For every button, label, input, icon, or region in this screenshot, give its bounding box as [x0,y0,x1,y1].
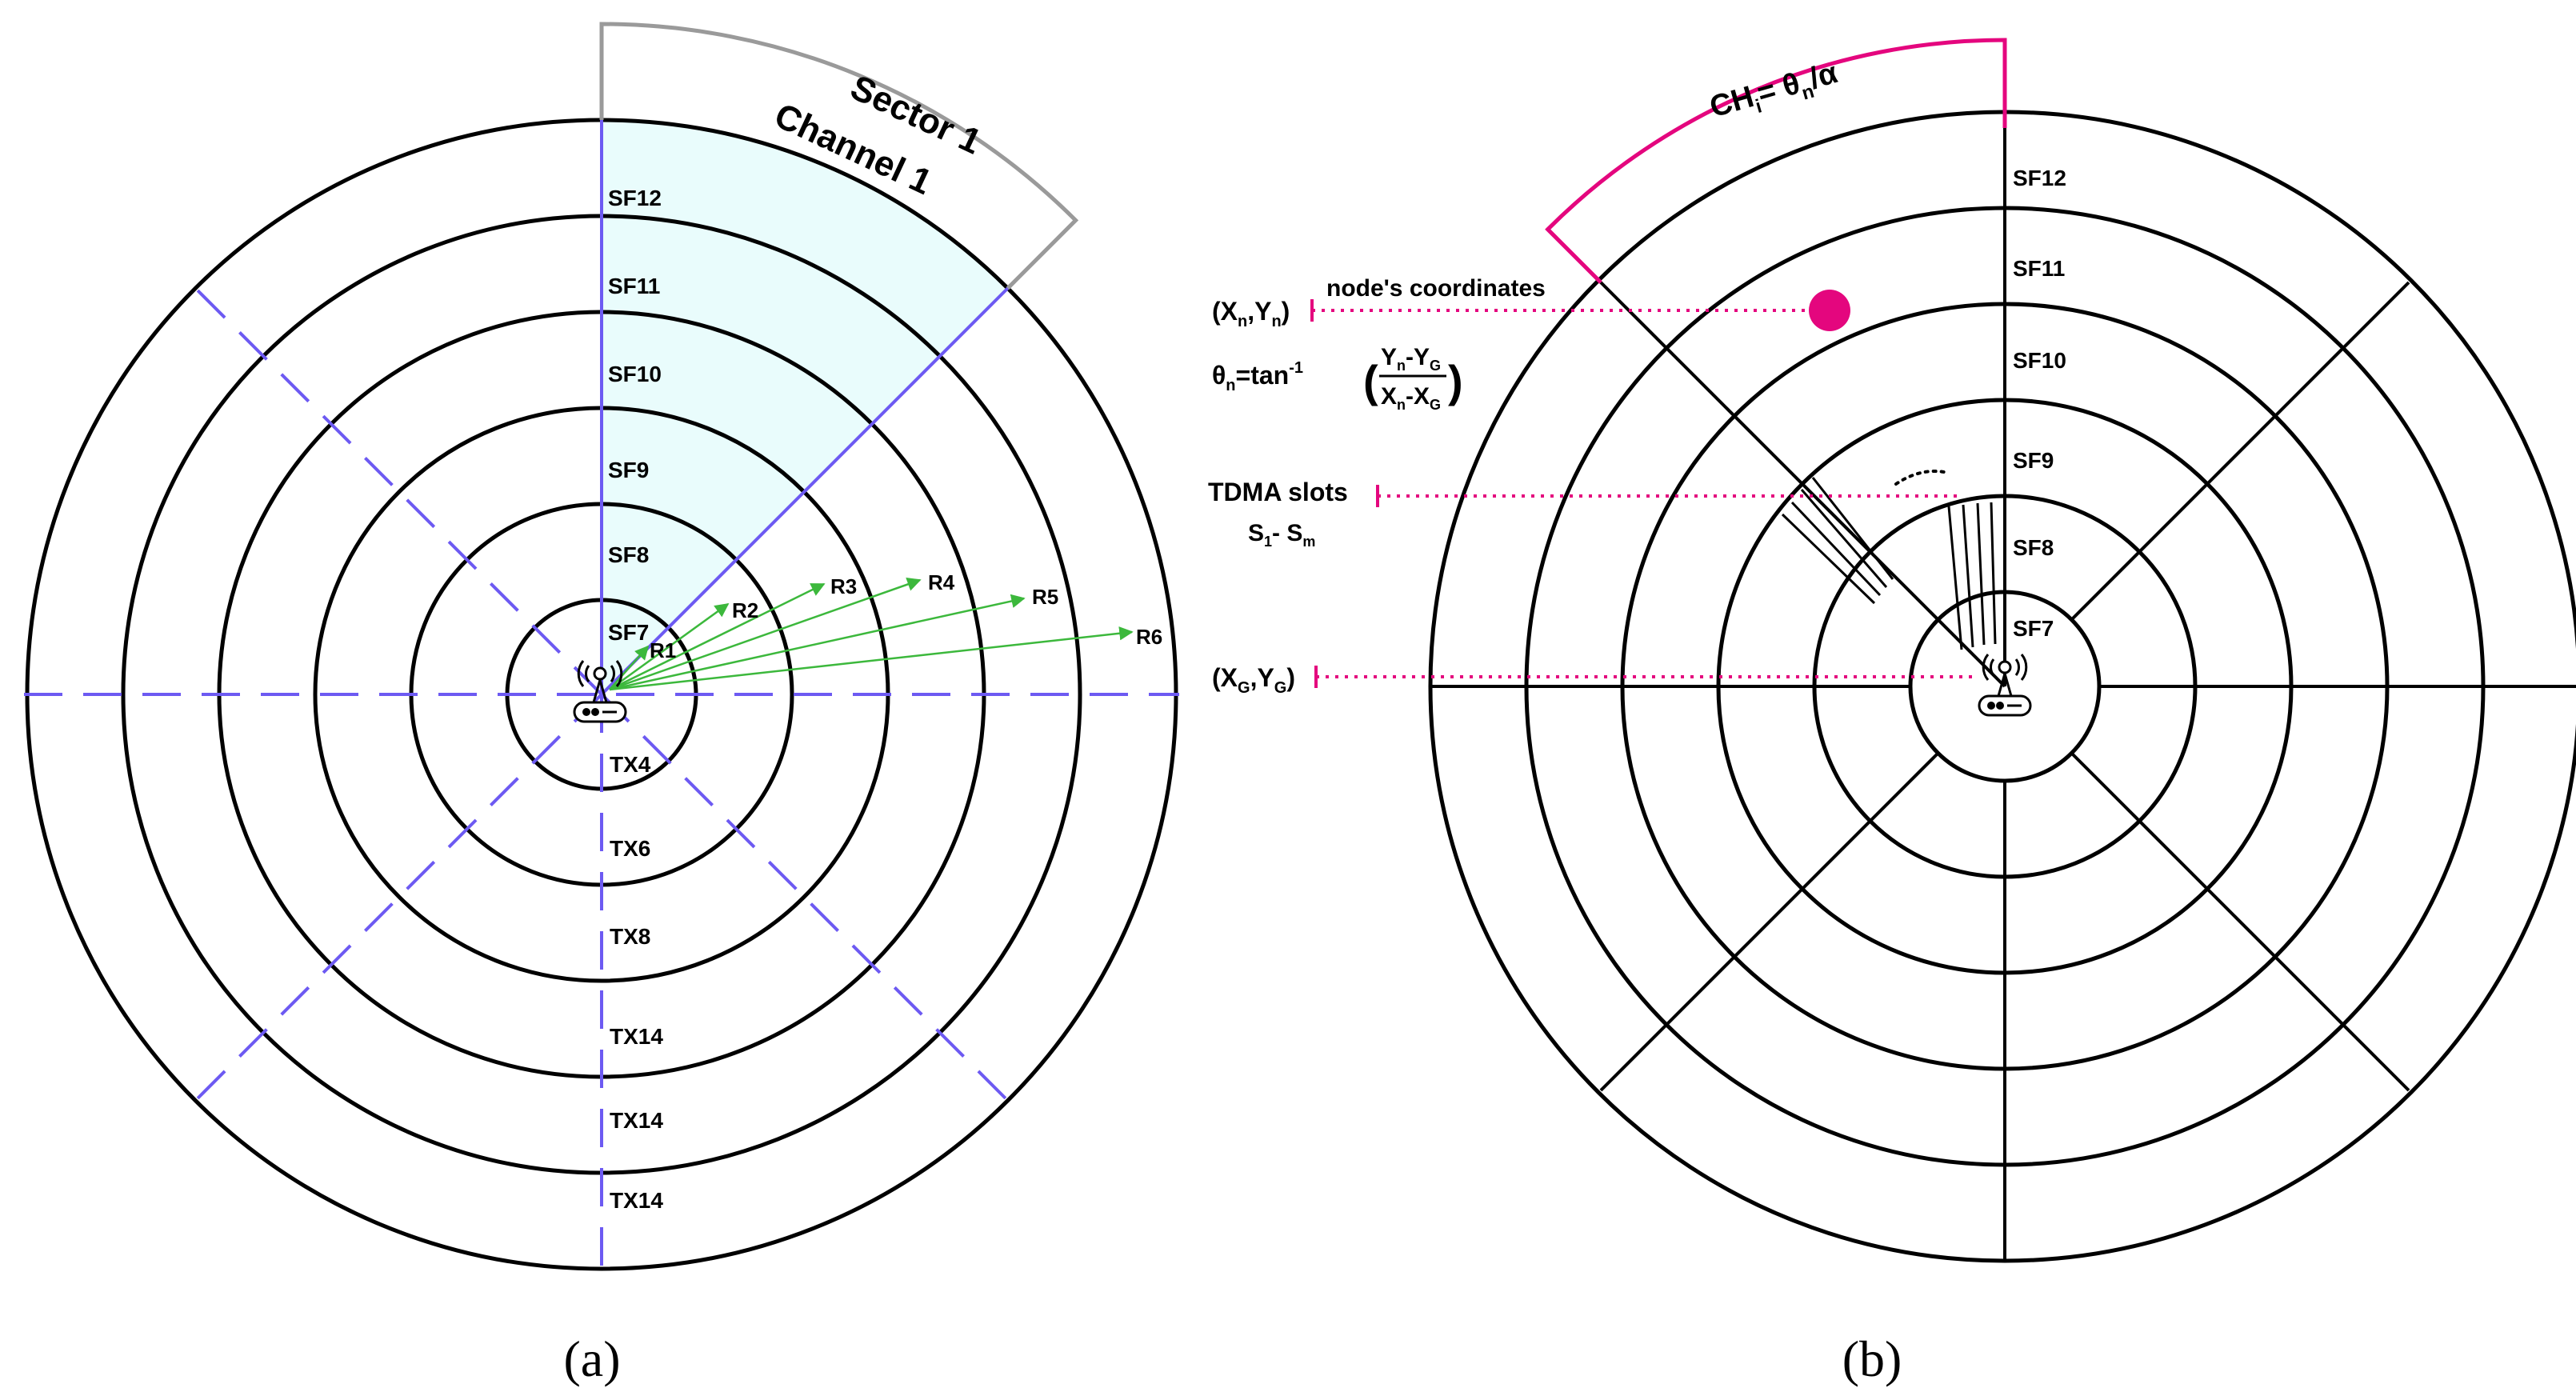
sf-label: SF7 [608,620,649,645]
divider-diag-sw [194,693,603,1102]
sf-label: SF11 [608,274,660,298]
tdma-slot-lines [1781,477,1997,650]
channel-divider [2070,751,2410,1092]
sf-label: SF10 [608,362,662,386]
range-label: R1 [650,638,676,662]
svg-text:CHi= θn/α: CHi= θn/α [1706,56,1843,130]
sf-label: SF8 [608,542,649,567]
sf-label: SF11 [2013,256,2065,281]
tx-label: TX6 [610,836,650,861]
leader-ticks [1310,299,1379,688]
tdma-slot-ellipsis [1894,470,1946,486]
divider-diag-se [600,693,1010,1102]
node-coordinate-label: (Xn,Yn) [1212,297,1290,330]
range-arrow-r5 [609,594,1026,691]
sf-labels-b: SF12 SF11 SF10 SF9 SF8 SF7 [2013,166,2066,641]
gateway-coordinate-label: (XG,YG) [1212,663,1295,697]
sector-1-shading [602,120,1008,694]
tx-label: TX8 [610,924,650,949]
sf-label: SF12 [2013,166,2066,190]
range-label: R5 [1032,585,1058,609]
range-arrow-r2 [609,602,730,691]
sf-label: SF7 [2013,616,2054,641]
node-coordinates-text: node's coordinates [1326,275,1546,302]
slots-range-label: S1- Sm [1248,520,1315,550]
svg-text:(: ( [1363,356,1378,406]
caption-b: (b) [1842,1330,1902,1387]
range-arrows [609,577,1134,691]
gateway-icon [1978,654,2032,717]
sector-arc-bracket [599,22,1079,290]
channel-divider [1599,281,2006,688]
caption-a: (a) [563,1330,620,1387]
theta-formula: θn=tan-1 ( Yn-YG Xn-XG ) [1212,344,1463,413]
sector-boundary-diagonal [600,286,1010,696]
tx-label: TX14 [610,1188,663,1213]
range-label: R2 [732,598,758,622]
tdma-label: TDMA slots [1208,478,1348,506]
range-label: R6 [1136,625,1162,649]
range-arrow-r1 [609,645,650,690]
sf-labels-a: SF12 SF11 SF10 SF9 SF8 SF7 [608,186,662,645]
tx-labels: TX4 TX6 TX8 TX14 TX14 TX14 [610,752,663,1213]
sector-lines-b [1430,112,2576,1261]
sf-label: SF10 [2013,348,2066,373]
range-arrow-r6 [609,626,1134,691]
channel-divider [1599,751,1940,1092]
sf-label: SF8 [2013,535,2054,560]
range-labels: R1 R2 R3 R4 R5 R6 [650,570,1162,662]
sector-boundaries [600,24,1010,696]
node-marker [1809,290,1850,331]
svg-text:): ) [1448,356,1463,406]
sf-label: SF9 [2013,448,2054,473]
panel-a: Sector 1 Channel 1 SF12 SF11 SF10 SF9 SF… [24,22,1179,1387]
range-arrow-r4 [609,577,922,691]
panel-b: CHi= θn/α SF12 SF11 SF10 SF9 SF8 SF7 (Xn [1208,38,2576,1387]
svg-text:Yn-YG: Yn-YG [1381,344,1441,374]
channel-divider [2070,281,2410,622]
range-arrow-r3 [609,582,826,691]
sf-label: SF9 [608,458,649,482]
tx-label: TX14 [610,1108,663,1133]
svg-text:Xn-XG: Xn-XG [1381,383,1441,413]
divider-diag-nw [194,286,603,696]
channel-formula: CHi= θn/α [1706,56,1843,130]
tx-label: TX14 [610,1024,663,1049]
gateway-icon [573,660,627,723]
channel-arc-bracket [1545,38,2007,284]
tx-label: TX4 [610,752,651,777]
sector-dividers [24,286,1179,1272]
svg-text:θn=tan-1: θn=tan-1 [1212,359,1303,394]
sf-label: SF12 [608,186,662,210]
leader-lines [1312,309,1976,678]
range-label: R3 [830,574,857,598]
range-label: R4 [928,570,955,594]
